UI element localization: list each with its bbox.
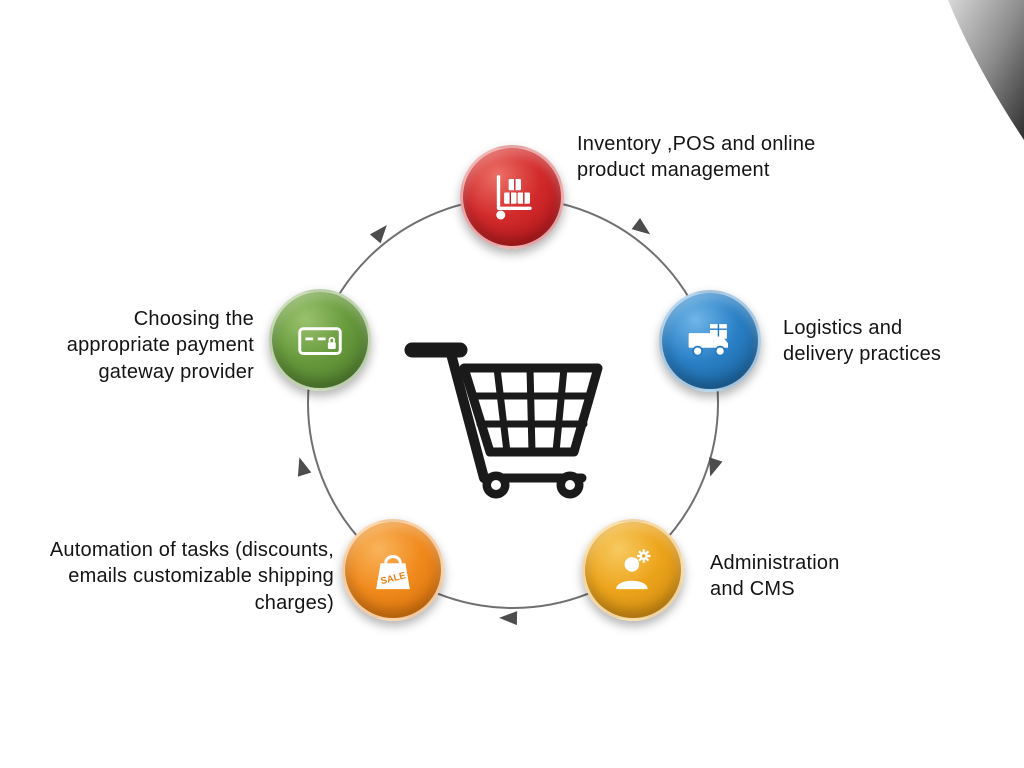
node-payment [269,289,371,391]
flow-arrow-icons [297,217,723,626]
label-administration: Administration and CMS [710,552,840,601]
label-logistics: Logistics and delivery practices [783,317,942,366]
label-payment: Choosing the appropriate payment gateway… [66,308,254,383]
hand-truck-boxes-icon [496,175,532,220]
admin-user-gear-icon [616,549,651,590]
sale-shopping-bag-icon: SALE [376,555,410,590]
label-inventory: Inventory ,POS and online product manage… [577,133,816,182]
delivery-truck-icon [688,324,728,357]
credit-card-icon [298,327,342,355]
label-automation: Automation of tasks (discounts, emails c… [49,539,334,614]
node-logistics [659,290,761,392]
node-administration [582,519,684,621]
shopping-cart-icon [404,342,603,499]
node-automation: SALE [342,519,444,621]
node-inventory [460,145,564,249]
corner-swoosh-decoration [948,0,1024,140]
